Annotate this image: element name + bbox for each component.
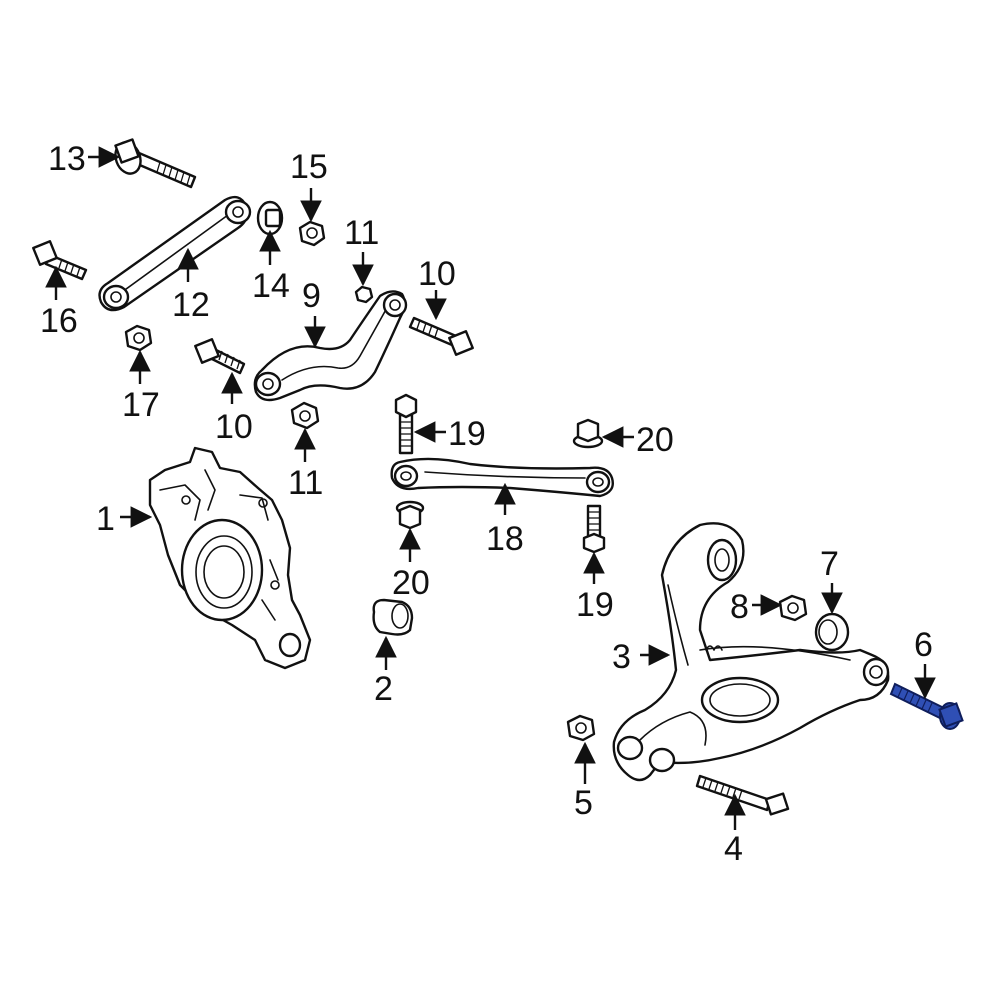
part-13-bolt[interactable] — [111, 138, 197, 189]
part-20-nut-lower[interactable] — [395, 500, 425, 530]
part-20-nut-upper[interactable] — [572, 418, 604, 449]
leader-arrows — [45, 146, 936, 830]
part-7-bushing[interactable] — [814, 612, 850, 652]
part-19-bolt-lower[interactable] — [582, 504, 606, 554]
part-18-lateral-link[interactable] — [390, 457, 614, 498]
part-12-control-arm[interactable] — [98, 195, 252, 312]
part-19-bolt-upper[interactable] — [394, 393, 418, 455]
callout-16: 16 — [40, 302, 78, 340]
part-8-nut[interactable] — [778, 594, 808, 622]
callout-17: 17 — [122, 386, 160, 424]
part-14-washer[interactable] — [256, 200, 284, 236]
part-5-nut[interactable] — [566, 714, 596, 742]
callout-10-left: 10 — [215, 408, 253, 446]
part-16-bolt[interactable] — [32, 240, 88, 281]
callout-11-upper: 11 — [344, 214, 379, 252]
callout-7: 7 — [820, 545, 839, 583]
callout-4: 4 — [724, 830, 743, 868]
part-10-bolt-left[interactable] — [194, 338, 246, 375]
part-3-lower-control-arm[interactable] — [612, 522, 890, 782]
part-17-nut[interactable] — [124, 324, 153, 352]
callout-6: 6 — [914, 626, 933, 664]
callout-5: 5 — [574, 784, 593, 822]
callout-19-lower: 19 — [576, 586, 614, 624]
callout-20-upper: 20 — [636, 421, 674, 459]
callout-11-lower: 11 — [288, 464, 323, 502]
part-15-nut[interactable] — [298, 220, 326, 247]
callout-19-upper: 19 — [448, 415, 486, 453]
callout-15: 15 — [290, 148, 328, 186]
part-6-bolt-highlighted[interactable] — [889, 682, 964, 730]
part-1-knuckle[interactable] — [148, 446, 312, 670]
callout-3: 3 — [612, 638, 631, 676]
part-11-nut-upper[interactable] — [354, 285, 374, 304]
callout-1: 1 — [96, 500, 115, 538]
callout-2: 2 — [374, 670, 393, 708]
part-10-bolt-right[interactable] — [408, 316, 474, 356]
callout-12: 12 — [172, 286, 210, 324]
callout-20-lower: 20 — [392, 564, 430, 602]
callout-labels: 13 16 12 14 15 11 9 10 17 10 11 1 19 20 … — [40, 140, 933, 868]
callout-13: 13 — [48, 140, 86, 178]
callout-14: 14 — [252, 267, 290, 305]
part-2-bushing[interactable] — [372, 598, 414, 636]
callout-18: 18 — [486, 520, 524, 558]
part-9-camber-arm[interactable] — [253, 290, 408, 402]
callout-8: 8 — [730, 588, 749, 626]
part-11-nut-lower[interactable] — [290, 401, 320, 430]
part-4-bolt[interactable] — [695, 774, 790, 816]
callout-9: 9 — [302, 277, 321, 315]
callout-10-right: 10 — [418, 255, 456, 293]
